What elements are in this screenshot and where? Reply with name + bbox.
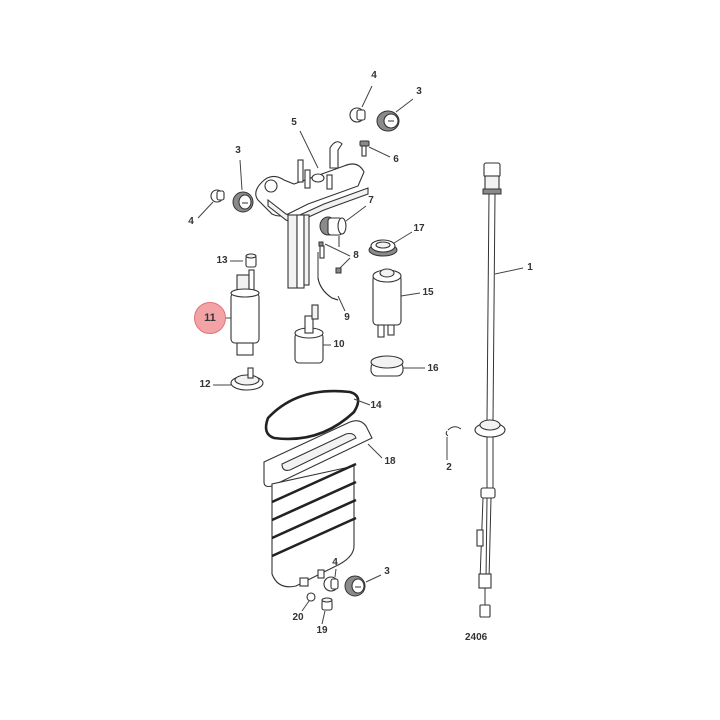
callout-2[interactable]: 2 bbox=[446, 462, 452, 473]
callout-3-left[interactable]: 3 bbox=[235, 145, 241, 156]
callout-4-bottom[interactable]: 4 bbox=[332, 557, 338, 568]
callout-20[interactable]: 20 bbox=[292, 612, 304, 623]
callout-10[interactable]: 10 bbox=[333, 339, 345, 350]
part-9-hose[interactable] bbox=[317, 252, 346, 312]
callout-5[interactable]: 5 bbox=[291, 117, 297, 128]
part-17-seal[interactable] bbox=[368, 231, 413, 257]
callout-3-bottom[interactable]: 3 bbox=[384, 566, 390, 577]
part-6-screw[interactable] bbox=[359, 140, 391, 158]
part-1-fuel-sender[interactable] bbox=[474, 162, 524, 618]
callout-9[interactable]: 9 bbox=[344, 312, 350, 323]
part-8-fittings[interactable] bbox=[318, 241, 351, 274]
callout-18[interactable]: 18 bbox=[384, 456, 396, 467]
callout-4-left[interactable]: 4 bbox=[188, 216, 194, 227]
part-11-fuel-pump[interactable] bbox=[219, 269, 260, 356]
part-4-plug-top[interactable] bbox=[349, 85, 373, 123]
part-2-clip[interactable] bbox=[445, 426, 462, 460]
callout-15[interactable]: 15 bbox=[422, 287, 434, 298]
callout-13[interactable]: 13 bbox=[216, 255, 228, 266]
part-14-gasket[interactable] bbox=[264, 389, 371, 441]
part-12-retainer[interactable] bbox=[213, 367, 264, 391]
callout-19[interactable]: 19 bbox=[316, 625, 328, 636]
callout-11-highlighted[interactable]: 11 bbox=[194, 302, 226, 334]
figure-number: 2406 bbox=[465, 632, 488, 643]
part-3-grommet-bottom[interactable] bbox=[344, 574, 382, 597]
callout-7[interactable]: 7 bbox=[368, 195, 374, 206]
part-16-retainer[interactable] bbox=[370, 355, 425, 377]
part-7-regulator[interactable] bbox=[319, 205, 367, 247]
part-3-grommet-top[interactable] bbox=[376, 98, 414, 132]
callout-4-top[interactable]: 4 bbox=[371, 70, 377, 81]
part-5-cover-plate[interactable] bbox=[255, 130, 369, 289]
callout-17[interactable]: 17 bbox=[413, 223, 425, 234]
callout-8[interactable]: 8 bbox=[353, 250, 359, 261]
part-4-plug-left[interactable] bbox=[197, 189, 225, 219]
part-4-plug-bottom[interactable] bbox=[323, 568, 339, 592]
callout-3-top[interactable]: 3 bbox=[416, 86, 422, 97]
part-20-washer[interactable] bbox=[301, 592, 316, 612]
part-13-insulator[interactable] bbox=[230, 253, 257, 268]
callout-6[interactable]: 6 bbox=[393, 154, 399, 165]
callout-16[interactable]: 16 bbox=[427, 363, 439, 374]
part-15-pump[interactable] bbox=[372, 268, 421, 338]
callout-14[interactable]: 14 bbox=[370, 400, 382, 411]
part-3-grommet-left[interactable] bbox=[232, 159, 254, 213]
part-10-filter[interactable] bbox=[294, 304, 331, 364]
callout-1[interactable]: 1 bbox=[527, 262, 533, 273]
part-18-housing[interactable] bbox=[263, 420, 383, 588]
part-19-drain-plug[interactable] bbox=[321, 597, 333, 625]
callout-12[interactable]: 12 bbox=[199, 379, 211, 390]
